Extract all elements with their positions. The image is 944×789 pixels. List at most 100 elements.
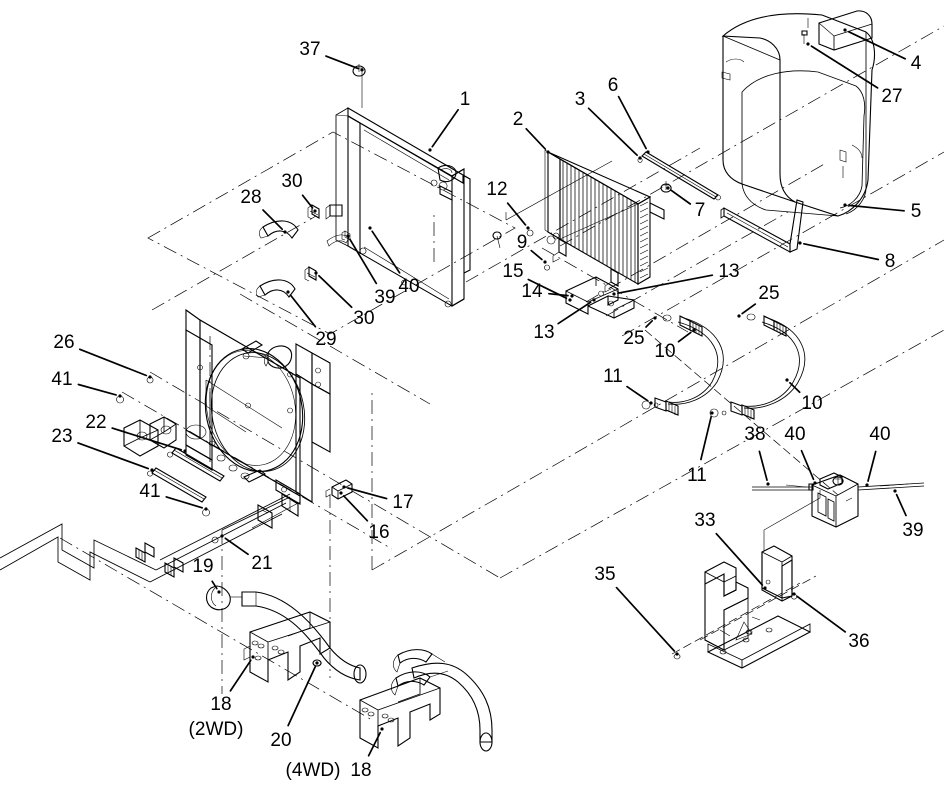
callout-25: 25 bbox=[737, 283, 780, 318]
leader-line-11 bbox=[700, 416, 712, 461]
leader-point-18 bbox=[380, 727, 384, 731]
leader-line-35 bbox=[615, 586, 676, 652]
callout-40: 40 bbox=[368, 226, 420, 297]
leader-point-15 bbox=[568, 298, 572, 302]
callout-number-41: 41 bbox=[51, 369, 72, 390]
leader-point-20 bbox=[315, 661, 319, 665]
leader-point-6 bbox=[646, 150, 650, 154]
leader-line-27 bbox=[810, 45, 879, 89]
leader-point-41 bbox=[118, 394, 122, 398]
callout-number-11: 11 bbox=[687, 465, 707, 486]
callout-7: 7 bbox=[666, 186, 705, 221]
callout-13: 13 bbox=[612, 261, 740, 296]
leader-point-2 bbox=[546, 150, 550, 154]
leader-point-30 bbox=[313, 209, 317, 213]
leader-line-30 bbox=[301, 194, 314, 209]
fastener-part-15 bbox=[492, 231, 502, 249]
fastener-part-41-a bbox=[116, 395, 124, 404]
leader-point-10 bbox=[692, 328, 696, 332]
fastener-part-21 bbox=[211, 536, 219, 544]
hose-part-20 bbox=[241, 591, 367, 684]
leader-point-19 bbox=[217, 590, 221, 594]
callout-10: 10 bbox=[654, 328, 696, 362]
callout-number-15: 15 bbox=[502, 261, 523, 282]
callout-number-13: 13 bbox=[533, 322, 554, 343]
leader-line-30 bbox=[318, 274, 353, 309]
leader-point-38 bbox=[766, 482, 770, 486]
callout-19: 19 bbox=[192, 556, 221, 594]
callout-number-2: 2 bbox=[513, 109, 524, 130]
leader-line-12 bbox=[506, 202, 527, 226]
mounting-bracket-part-14 bbox=[565, 276, 635, 319]
hose-part-29 bbox=[255, 279, 296, 298]
callout-20: 20 bbox=[270, 661, 319, 751]
leader-point-14 bbox=[570, 294, 574, 298]
leader-line-40 bbox=[800, 449, 815, 481]
callout-33: 33 bbox=[694, 510, 767, 590]
callout-38: 38 bbox=[744, 424, 770, 486]
callout-39: 39 bbox=[893, 489, 924, 541]
callout-11: 11 bbox=[603, 366, 653, 405]
bracket-part-18-2wd bbox=[243, 611, 331, 683]
callout-number-8: 8 bbox=[885, 251, 896, 272]
leader-line-19 bbox=[211, 580, 218, 590]
leader-line-40 bbox=[371, 230, 401, 274]
leader-point-4 bbox=[843, 28, 847, 32]
leader-point-40 bbox=[865, 483, 869, 487]
callout-18: 18 bbox=[210, 655, 255, 715]
leader-point-35 bbox=[675, 652, 679, 656]
callout-number-9: 9 bbox=[517, 232, 528, 253]
callout-21: 21 bbox=[220, 534, 273, 574]
leader-point-9 bbox=[543, 260, 547, 264]
leader-line-1 bbox=[431, 108, 459, 148]
leader-line-13 bbox=[617, 274, 714, 295]
leader-line-10 bbox=[677, 331, 692, 343]
leader-line-11 bbox=[626, 385, 649, 402]
cover-plate-part-4 bbox=[818, 10, 873, 51]
fastener-part-35 bbox=[673, 653, 681, 660]
callout-11: 11 bbox=[687, 411, 714, 486]
leader-line-16 bbox=[342, 495, 369, 522]
leader-line-26 bbox=[78, 348, 148, 377]
callout-9: 9 bbox=[517, 232, 547, 264]
leader-point-23 bbox=[150, 468, 154, 472]
fastener-part-9 bbox=[544, 264, 550, 271]
callout-number-20: 20 bbox=[270, 730, 291, 751]
callout-3: 3 bbox=[575, 89, 642, 160]
callout-number-37: 37 bbox=[299, 39, 320, 60]
callout-25: 25 bbox=[623, 316, 657, 349]
callout-number-36: 36 bbox=[848, 631, 869, 652]
leader-line-39 bbox=[895, 493, 907, 517]
callout-number-39: 39 bbox=[374, 287, 395, 308]
shroud-cowl-part-5 bbox=[721, 13, 876, 217]
leader-point-3 bbox=[638, 156, 642, 160]
callout-number-3: 3 bbox=[575, 89, 586, 110]
callout-number-21: 21 bbox=[251, 553, 272, 574]
leader-line-18 bbox=[229, 659, 252, 692]
hose-clamp-part-30-a bbox=[307, 204, 320, 220]
callout-6: 6 bbox=[608, 75, 650, 154]
callout-number-7: 7 bbox=[695, 200, 706, 221]
callout-28: 28 bbox=[240, 187, 287, 234]
bracket-part-33 bbox=[761, 490, 821, 602]
hose-part-39-small bbox=[326, 234, 350, 247]
callout-number-19: 19 bbox=[192, 556, 213, 577]
callout-number-1: 1 bbox=[460, 89, 471, 110]
callout-29: 29 bbox=[286, 290, 337, 350]
callout-10: 10 bbox=[785, 378, 823, 414]
callout-number-39: 39 bbox=[902, 520, 923, 541]
callout-41: 41 bbox=[51, 369, 122, 398]
callout-number-5: 5 bbox=[911, 201, 922, 222]
leader-point-25 bbox=[737, 314, 741, 318]
fastener-part-26 bbox=[146, 376, 154, 384]
rod-part-23 bbox=[147, 467, 207, 503]
callout-26: 26 bbox=[53, 332, 152, 379]
construction-lines bbox=[59, 25, 944, 721]
leader-point-33 bbox=[763, 586, 767, 590]
callout-39: 39 bbox=[346, 234, 396, 308]
callout-30: 30 bbox=[281, 171, 317, 213]
callout-36: 36 bbox=[792, 592, 870, 652]
leader-point-11 bbox=[710, 411, 714, 415]
leader-point-13 bbox=[612, 292, 616, 296]
leader-line-14 bbox=[548, 292, 569, 297]
